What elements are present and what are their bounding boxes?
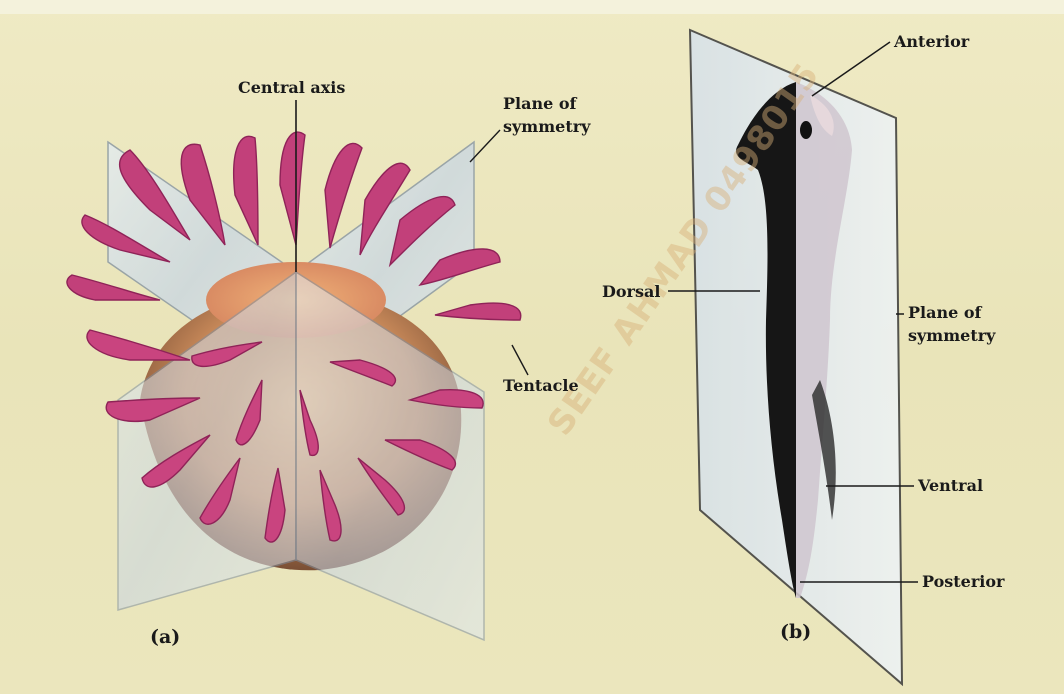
plane-of-symmetry-label-b-line1: Plane of: [908, 303, 981, 322]
anterior-label: Anterior: [894, 32, 969, 51]
ventral-label: Ventral: [918, 476, 983, 495]
plane-of-symmetry-label-b-line2: symmetry: [908, 326, 995, 345]
panel-label-b: (b): [780, 623, 811, 642]
panel-label-a: (a): [150, 628, 180, 647]
anemone-figure: [67, 100, 528, 640]
posterior-label: Posterior: [922, 572, 1004, 591]
dorsal-label: Dorsal: [602, 282, 660, 301]
plane-of-symmetry-label-a-line1: Plane of: [503, 94, 576, 113]
plane-of-symmetry-label-a-line2: symmetry: [503, 117, 590, 136]
tentacle-label: Tentacle: [503, 376, 579, 395]
central-axis-label: Central axis: [238, 78, 345, 97]
